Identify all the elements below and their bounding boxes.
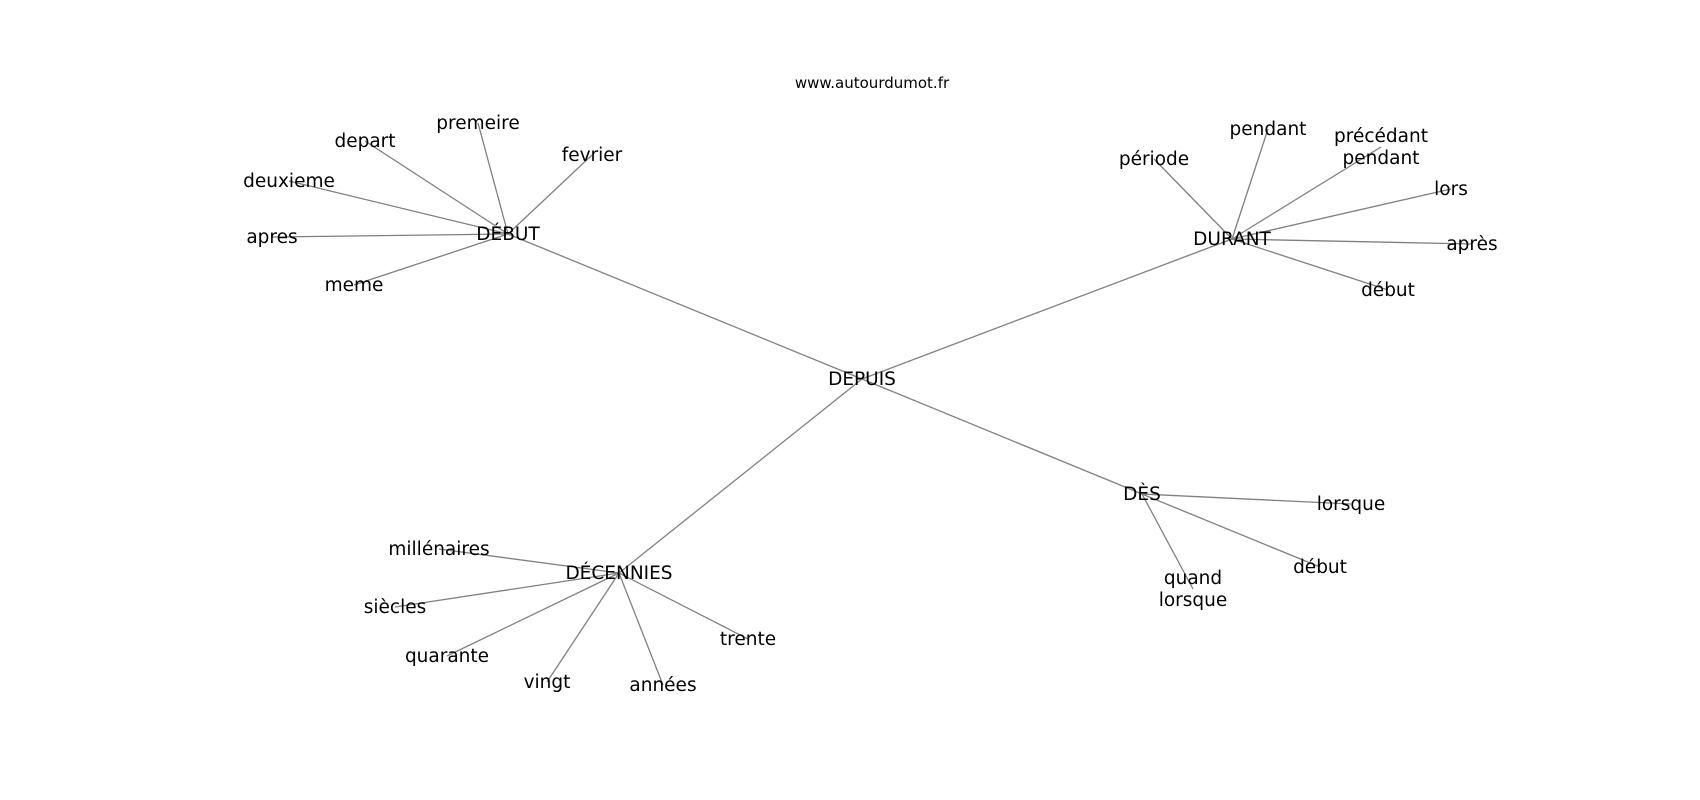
leaf-node-durant-0[interactable]: pendant bbox=[1230, 119, 1307, 140]
edge-des-leaf-1 bbox=[1141, 493, 1321, 568]
graph-nodes: DEPUIS DÉBUT premeire depart fevrier deuxieme… bbox=[243, 113, 1498, 696]
leaf-node-decennies-0[interactable]: millénaires bbox=[388, 539, 489, 560]
edge-durant-leaf-0 bbox=[1231, 128, 1269, 240]
edge-durant-leaf-5 bbox=[1231, 238, 1389, 291]
leaf-node-durant-4[interactable]: après bbox=[1446, 234, 1497, 255]
root-node-depuis[interactable]: DEPUIS bbox=[828, 369, 896, 390]
branch-node-des[interactable]: DÈS bbox=[1123, 483, 1161, 505]
graph-edges bbox=[271, 122, 1473, 686]
edge-debut-leaf-5 bbox=[353, 233, 509, 286]
edge-decennies-leaf-3 bbox=[546, 572, 620, 683]
leaf-node-debut-5[interactable]: meme bbox=[325, 275, 384, 296]
leaf-node-durant-2[interactable]: période bbox=[1119, 149, 1189, 170]
site-title[interactable]: www.autourdumot.fr bbox=[795, 74, 950, 92]
edge-debut-leaf-1 bbox=[364, 140, 509, 235]
edge-durant-leaf-3 bbox=[1231, 188, 1452, 240]
edge-decennies-leaf-0 bbox=[438, 548, 620, 574]
edge-debut-leaf-0 bbox=[477, 122, 509, 235]
leaf-node-decennies-1[interactable]: siècles bbox=[364, 597, 427, 618]
edge-des-leaf-0 bbox=[1141, 493, 1352, 505]
edge-decennies-leaf-5 bbox=[618, 572, 749, 640]
branch-node-durant[interactable]: DURANT bbox=[1193, 229, 1271, 250]
edge-root-debut bbox=[507, 233, 863, 380]
edge-durant-leaf-1 bbox=[1231, 146, 1382, 240]
branch-node-decennies[interactable]: DÉCENNIES bbox=[565, 562, 672, 584]
edge-decennies-leaf-1 bbox=[394, 572, 620, 608]
edge-debut-leaf-3 bbox=[288, 180, 509, 235]
edge-durant-leaf-4 bbox=[1231, 238, 1473, 245]
edge-debut-leaf-2 bbox=[507, 154, 593, 235]
leaf-node-decennies-5[interactable]: trente bbox=[720, 629, 776, 650]
edge-debut-leaf-4 bbox=[271, 233, 509, 238]
leaf-node-debut-4[interactable]: apres bbox=[246, 227, 297, 248]
branch-node-debut[interactable]: DÉBUT bbox=[476, 223, 540, 245]
leaf-node-debut-3[interactable]: deuxieme bbox=[243, 171, 335, 192]
leaf-node-des-0[interactable]: lorsque bbox=[1317, 494, 1386, 515]
edge-des-leaf-2 bbox=[1141, 493, 1194, 590]
edge-decennies-leaf-2 bbox=[446, 572, 620, 657]
leaf-node-debut-2[interactable]: fevrier bbox=[562, 145, 623, 166]
edge-root-durant bbox=[861, 238, 1233, 380]
leaf-node-durant-5[interactable]: début bbox=[1361, 280, 1415, 301]
leaf-node-decennies-2[interactable]: quarante bbox=[405, 646, 489, 667]
leaf-node-decennies-4[interactable]: années bbox=[629, 675, 696, 696]
edge-decennies-leaf-4 bbox=[618, 572, 664, 686]
leaf-node-debut-0[interactable]: premeire bbox=[436, 113, 519, 134]
edge-durant-leaf-2 bbox=[1153, 158, 1233, 240]
leaf-node-debut-1[interactable]: depart bbox=[334, 131, 395, 152]
edge-root-decennies bbox=[618, 378, 863, 574]
leaf-node-des-1[interactable]: début bbox=[1293, 557, 1347, 578]
edge-root-des bbox=[861, 378, 1143, 495]
leaf-node-durant-3[interactable]: lors bbox=[1434, 179, 1468, 200]
leaf-node-decennies-3[interactable]: vingt bbox=[524, 672, 571, 693]
